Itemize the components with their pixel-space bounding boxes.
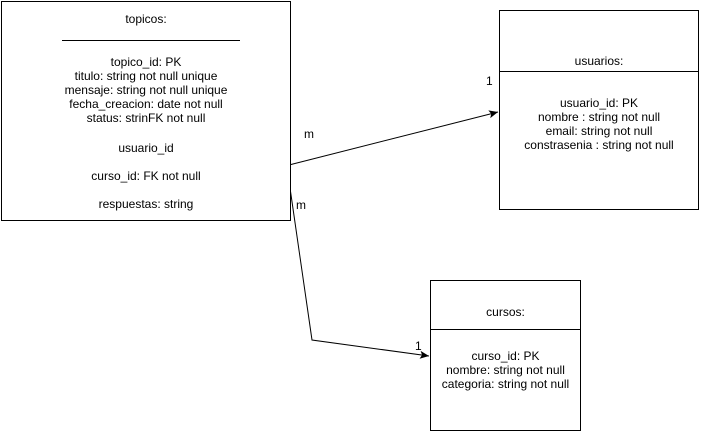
field-categoria: categoria: string not null xyxy=(441,377,570,391)
field-respuestas: respuestas: string xyxy=(98,197,194,211)
multiplicity-topicos-usuarios-target: 1 xyxy=(486,74,493,88)
field-curso-nombre: nombre: string not null xyxy=(446,363,565,377)
multiplicity-topicos-cursos-source: m xyxy=(296,198,306,212)
field-nombre: nombre : string not null xyxy=(537,110,661,124)
entity-usuarios[interactable]: usuarios: usuario_id: PK nombre : string… xyxy=(499,10,699,210)
entity-usuarios-fields: usuario_id: PK nombre : string not null … xyxy=(500,96,698,152)
entity-usuarios-header-divider xyxy=(500,71,698,72)
multiplicity-topicos-cursos-target: 1 xyxy=(415,339,422,353)
field-email: email: string not null xyxy=(545,124,653,138)
field-status: status: strinFK not null xyxy=(86,111,206,125)
entity-cursos[interactable]: cursos: curso_id: PK nombre: string not … xyxy=(430,280,581,431)
entity-topicos-fields: topico_id: PK titulo: string not null un… xyxy=(2,55,290,125)
relation-topicos-cursos-line[interactable] xyxy=(288,180,430,359)
field-mensaje: mensaje: string not null unique xyxy=(64,83,228,97)
field-curso-ref: curso_id: FK not null xyxy=(91,169,201,183)
field-topico-id: topico_id: PK xyxy=(110,55,182,69)
entity-topicos[interactable]: topicos: topico_id: PK titulo: string no… xyxy=(1,1,291,221)
entity-topicos-title-rule xyxy=(62,40,240,41)
field-usuario-id: usuario_id: PK xyxy=(559,96,639,110)
entity-cursos-fields: curso_id: PK nombre: string not null cat… xyxy=(431,349,580,391)
field-constrasenia: constrasenia : string not null xyxy=(524,138,674,152)
multiplicity-topicos-usuarios-source: m xyxy=(304,127,314,141)
field-usuario-ref: usuario_id xyxy=(118,141,174,155)
field-curso-id: curso_id: PK xyxy=(471,349,540,363)
entity-usuarios-title: usuarios: xyxy=(574,54,624,68)
field-titulo: titulo: string not null unique xyxy=(74,69,218,83)
entity-cursos-title: cursos: xyxy=(486,305,525,319)
relation-topicos-usuarios-line[interactable] xyxy=(288,110,499,166)
entity-cursos-header-divider xyxy=(431,329,580,330)
entity-topicos-title: topicos: xyxy=(125,12,167,26)
field-fecha-creacion: fecha_creacion: date not null xyxy=(69,97,223,111)
